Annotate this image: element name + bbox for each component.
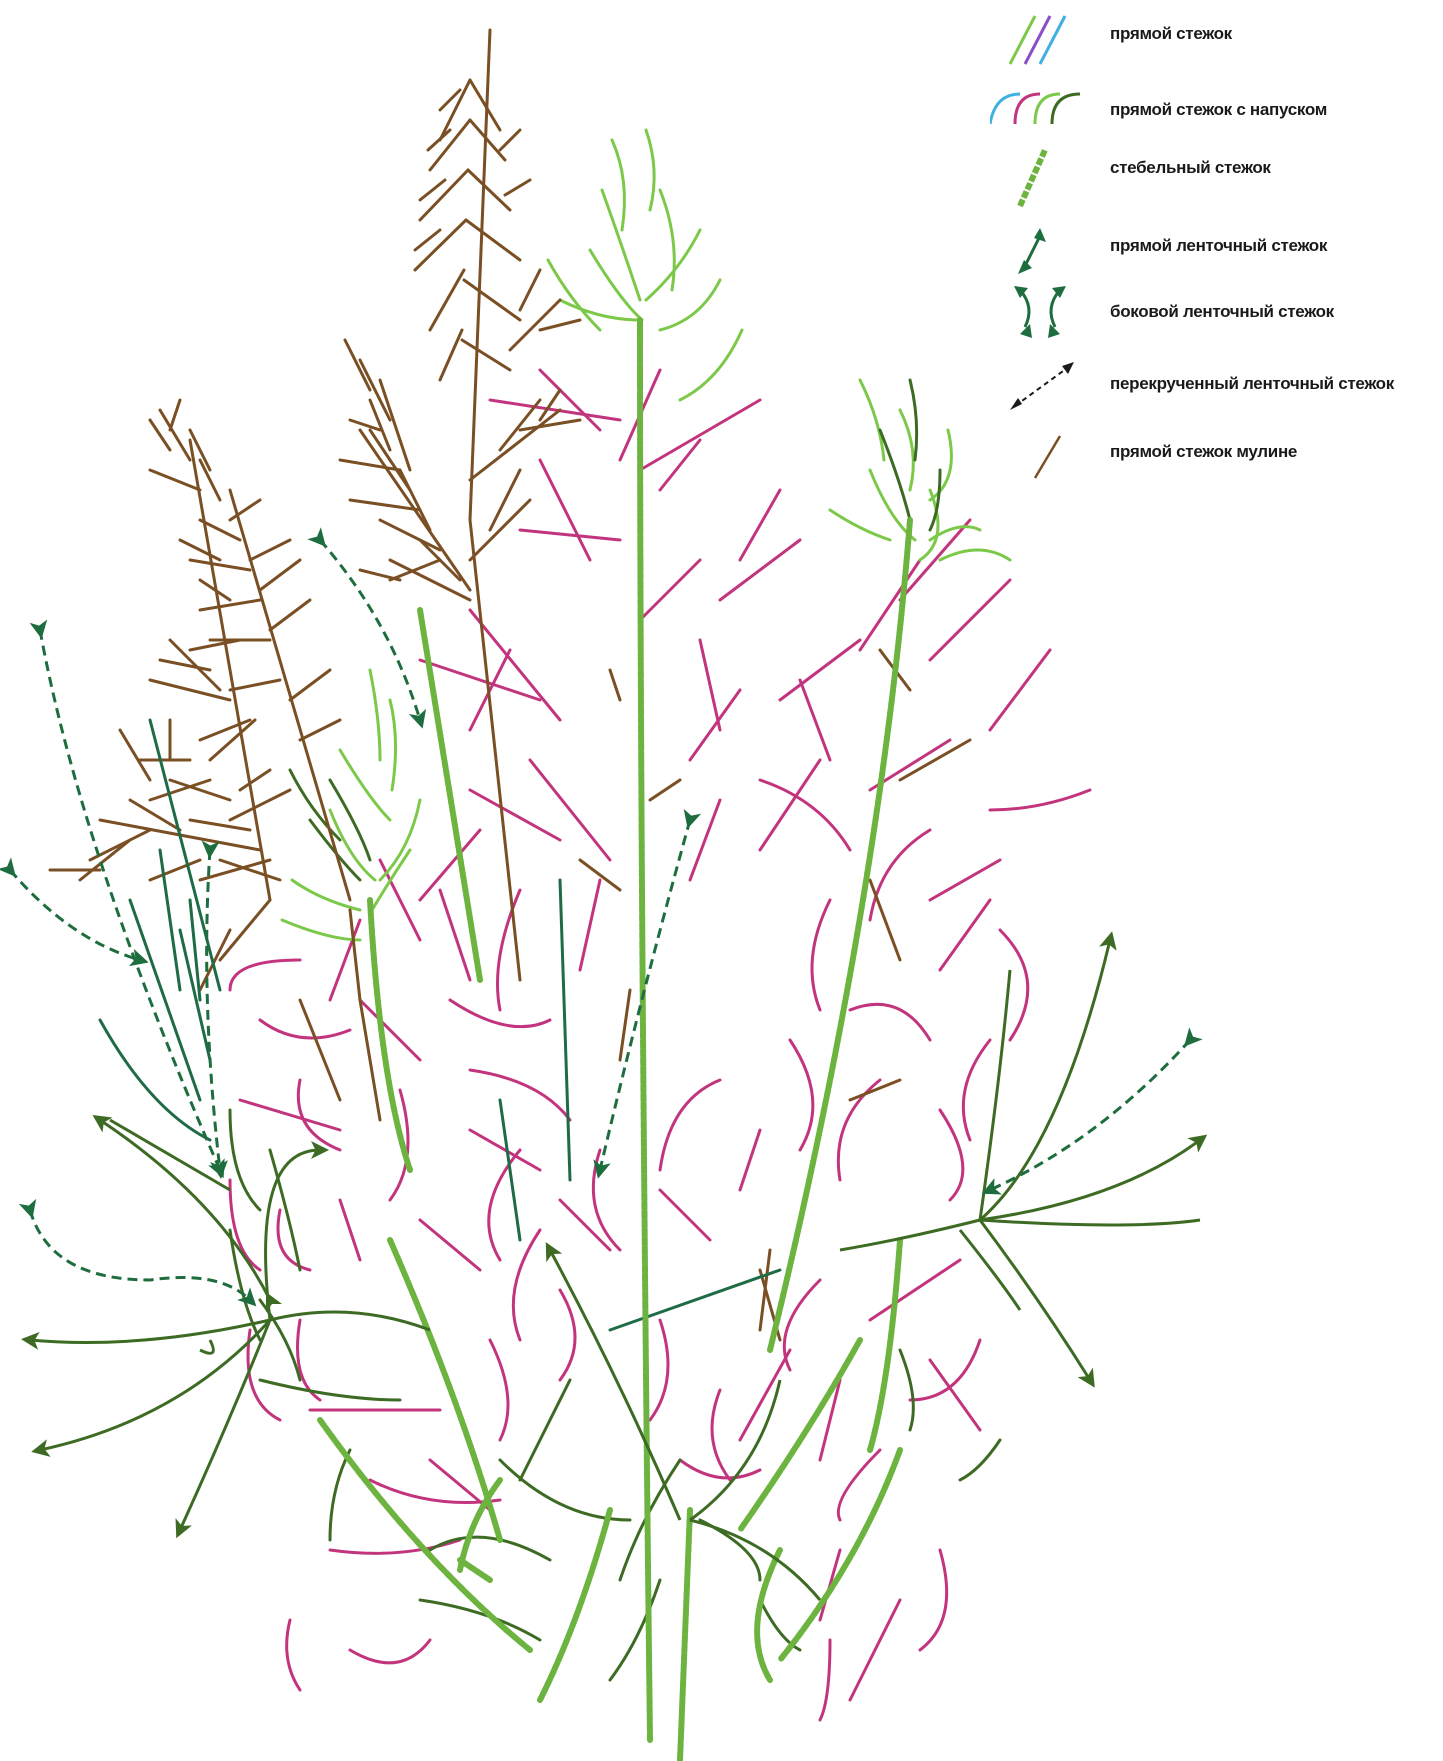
legend-label: боковой ленточный стежок <box>1110 302 1334 322</box>
overlap-stitch-icon <box>990 84 1090 144</box>
legend-item-overlap: прямой стежок с напуском <box>990 84 1440 144</box>
legend: прямой стежок прямой стежок с напуском с… <box>990 0 1440 480</box>
legend-label: прямой стежок <box>1110 24 1232 44</box>
legend-label: стебельный стежок <box>1110 158 1271 178</box>
ribbon-straight-stitch-icon <box>990 218 1090 278</box>
ribbon-side-stitch-icon <box>990 282 1090 342</box>
stem-stitches <box>320 320 910 1760</box>
legend-item-mouline: прямой стежок мулине <box>990 420 1440 480</box>
legend-label: перекрученный ленточный стежок <box>1110 374 1394 394</box>
mouline-brown-spikes <box>50 30 970 1340</box>
legend-item-ribbon-straight: прямой ленточный стежок <box>990 218 1440 278</box>
legend-label: прямой стежок мулине <box>1110 442 1297 462</box>
light-green-overlap-stitches <box>282 130 1010 940</box>
stem-stitch-icon <box>990 148 1090 208</box>
legend-item-straight: прямой стежок <box>990 6 1440 66</box>
mouline-stitch-icon <box>990 420 1090 480</box>
magenta-overlap-stitches <box>230 370 1090 1720</box>
ribbon-twisted-dashed-arrows <box>10 540 1190 1300</box>
ribbon-twisted-stitch-icon <box>990 354 1090 414</box>
legend-label: прямой ленточный стежок <box>1110 236 1327 256</box>
straight-stitch-icon <box>990 6 1090 66</box>
legend-item-stem: стебельный стежок <box>990 148 1440 208</box>
legend-item-ribbon-twisted: перекрученный ленточный стежок <box>990 354 1440 414</box>
legend-label: прямой стежок с напуском <box>1110 100 1327 120</box>
legend-item-ribbon-side: боковой ленточный стежок <box>990 282 1440 342</box>
